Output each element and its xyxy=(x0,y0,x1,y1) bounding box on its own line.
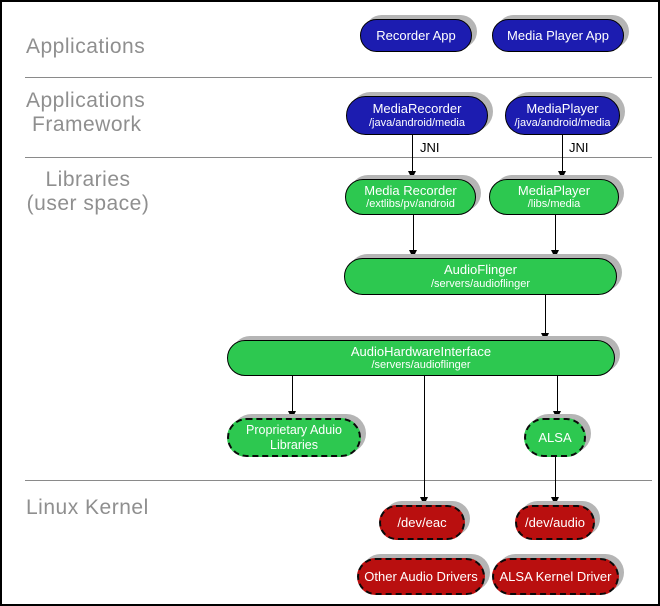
node-title: AudioHardwareInterface xyxy=(350,343,492,359)
layer-label-linux-kernel: Linux Kernel xyxy=(26,496,149,520)
node-subtitle: /java/android/media xyxy=(368,116,465,129)
node-title: Recorder App xyxy=(376,27,456,43)
arrow-head xyxy=(551,497,559,505)
arrow-line xyxy=(413,214,415,251)
node-dev-eac: /dev/eac xyxy=(379,505,465,540)
node-subtitle: /servers/audioflinger xyxy=(430,277,531,290)
arrow-line xyxy=(555,457,557,498)
layer-label-applications: Applications xyxy=(26,35,145,59)
node-media-player-app: Media Player App xyxy=(492,19,624,52)
layer-divider-applications xyxy=(25,77,652,78)
node-proprietary-audio-libraries: Proprietary Aduio Libraries xyxy=(227,418,361,457)
arrow-head xyxy=(409,250,417,258)
node-recorder-app: Recorder App xyxy=(360,19,472,52)
node-media-recorder-framework: MediaRecorder /java/android/media xyxy=(346,96,488,135)
node-media-player-framework: MediaPlayer /java/android/media xyxy=(505,96,620,135)
layer-label-libraries: Libraries (user space) xyxy=(12,168,164,216)
node-subtitle: /extlibs/pv/android xyxy=(366,198,455,211)
layer-divider-framework xyxy=(25,157,652,158)
node-other-audio-drivers: Other Audio Drivers xyxy=(357,558,485,595)
node-media-player-lib: MediaPlayer /libs/media xyxy=(489,179,619,215)
arrow-head xyxy=(551,250,559,258)
node-alsa-kernel-driver: ALSA Kernel Driver xyxy=(492,558,619,595)
node-title: ALSA xyxy=(538,429,572,445)
node-title: Media Player App xyxy=(507,27,609,43)
node-title: MediaPlayer xyxy=(517,182,591,198)
layer-label-text: Applications xyxy=(26,89,146,112)
layer-label-text: (user space) xyxy=(26,192,150,215)
node-subtitle: /libs/media xyxy=(527,198,581,211)
arrow-line xyxy=(555,214,557,251)
node-subtitle: /java/android/media xyxy=(514,116,611,129)
node-audioflinger: AudioFlinger /servers/audioflinger xyxy=(344,258,617,295)
layer-label-text: Libraries xyxy=(45,168,131,191)
arrow-head xyxy=(288,411,296,419)
node-title: /dev/eac xyxy=(397,514,447,530)
node-title: MediaRecorder xyxy=(372,101,462,117)
node-title: MediaPlayer xyxy=(526,101,599,117)
arrow-head xyxy=(541,333,549,341)
node-media-recorder-lib: Media Recorder /extlibs/pv/android xyxy=(345,179,476,215)
node-title: ALSA Kernel Driver xyxy=(499,568,612,584)
node-alsa: ALSA xyxy=(524,418,586,457)
layer-label-text: Applications xyxy=(26,35,146,58)
arrow-head xyxy=(553,411,561,419)
arrow-line xyxy=(412,135,414,172)
layer-label-framework: Applications Framework xyxy=(26,89,145,137)
node-audio-hardware-interface: AudioHardwareInterface /servers/audiofli… xyxy=(227,340,615,376)
node-title: Proprietary Aduio xyxy=(246,422,342,437)
arrow-head xyxy=(558,171,566,179)
layer-label-text: Framework xyxy=(32,113,142,136)
arrow-head xyxy=(420,497,428,505)
arrow-line xyxy=(292,375,294,412)
arrow-line xyxy=(545,294,547,334)
jni-label: JNI xyxy=(569,140,589,155)
node-title: AudioFlinger xyxy=(444,262,517,278)
node-dev-audio: /dev/audio xyxy=(515,505,595,540)
node-title: Other Audio Drivers xyxy=(364,568,478,584)
arrow-line xyxy=(557,375,559,412)
arrow-line xyxy=(562,135,564,172)
arrow-line xyxy=(424,375,426,498)
node-subtitle: Libraries xyxy=(270,437,318,452)
node-subtitle: /servers/audioflinger xyxy=(371,359,471,372)
node-title: /dev/audio xyxy=(525,514,585,530)
arrow-head xyxy=(408,171,416,179)
node-title: Media Recorder xyxy=(364,182,457,198)
layer-divider-kernel xyxy=(25,480,652,481)
layer-label-text: Linux Kernel xyxy=(26,496,149,519)
jni-label: JNI xyxy=(420,140,440,155)
